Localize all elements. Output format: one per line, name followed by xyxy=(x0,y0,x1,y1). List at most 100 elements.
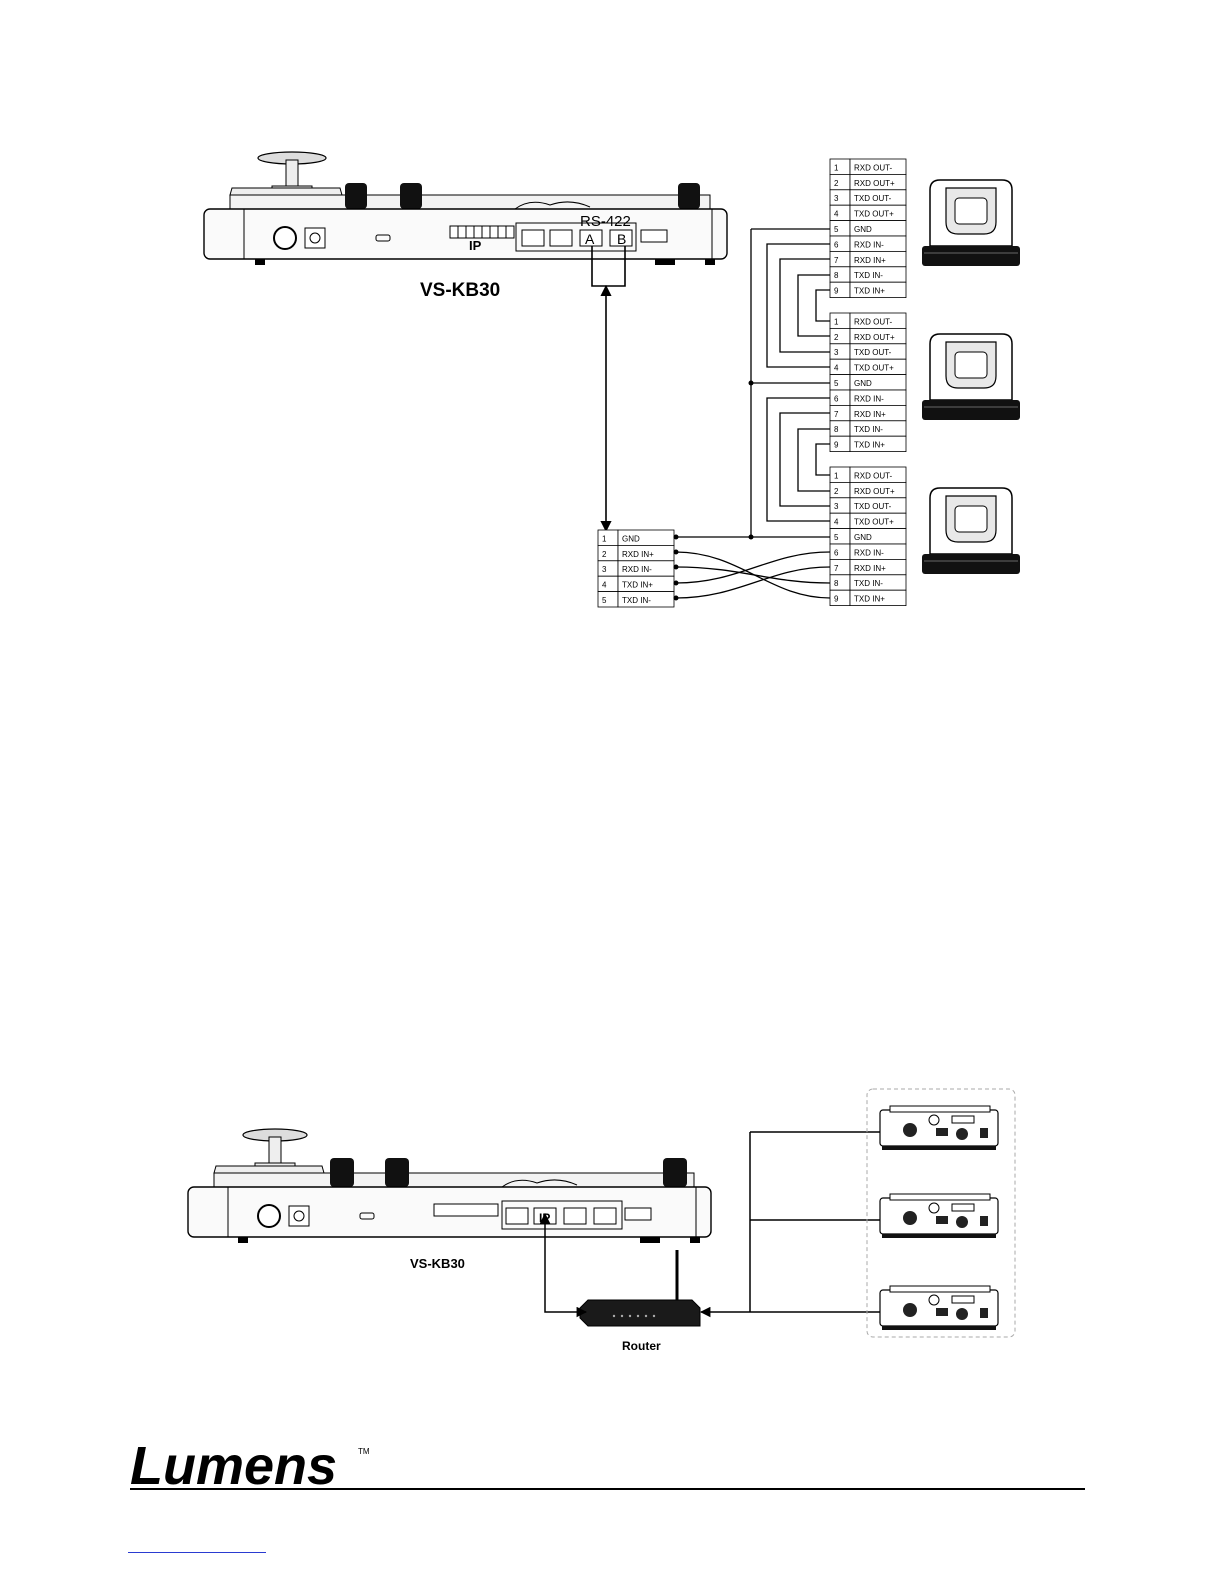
keyboard-pin-num-cell xyxy=(597,545,619,562)
camera3-pin-pin-name: RXD IN+ xyxy=(854,564,886,573)
router-illustration xyxy=(579,1250,701,1327)
keyboard-pin-pin-number: 4 xyxy=(602,581,607,590)
camera2-pin-num-cell xyxy=(829,374,851,391)
camera2-pin-pin-number: 7 xyxy=(834,410,839,419)
camera1-pin-pin-number: 3 xyxy=(834,194,839,203)
keyboard-pin-pin-name: RXD IN+ xyxy=(622,550,654,559)
camera3-pin-pin-name: TXD IN+ xyxy=(854,595,885,604)
camera2-pin-num-cell xyxy=(829,312,851,329)
camera2-pin-pin-number: 3 xyxy=(834,348,839,357)
rs422-port-b-label: B xyxy=(617,231,626,247)
camera1-pin-num-cell xyxy=(829,158,851,175)
device-label-vs-kb30-2: VS-KB30 xyxy=(410,1256,465,1271)
camera1-pin-num-cell xyxy=(829,281,851,299)
camera1-pin-pin-name: TXD IN- xyxy=(854,271,883,280)
camera1-pin-pin-number: 2 xyxy=(834,179,839,188)
rs422-port-a-label: A xyxy=(585,231,595,247)
footer-link-underline[interactable] xyxy=(128,1552,266,1553)
camera2-pin-pin-number: 9 xyxy=(834,441,839,450)
camera2-pin-pin-name: GND xyxy=(854,379,872,388)
ptz-camera-3 xyxy=(922,487,1020,574)
camera3-pin-pin-number: 7 xyxy=(834,564,839,573)
ptz-camera-1 xyxy=(922,179,1020,266)
camera2-pin-num-cell xyxy=(829,327,851,345)
camera3-pin-pin-number: 9 xyxy=(834,595,839,604)
camera2-pin-pin-name: TXD OUT- xyxy=(854,348,892,357)
camera1-pin-pin-name: TXD OUT+ xyxy=(854,210,894,219)
camera2-pin-num-cell xyxy=(829,343,851,360)
keyboard-pin-pin-name: TXD IN- xyxy=(622,596,651,605)
keyboard-pin-num-cell xyxy=(597,575,619,593)
camera2-pin-pin-number: 8 xyxy=(834,425,839,434)
footer-rule xyxy=(130,1488,1085,1490)
keyboard-pin-pin-number: 2 xyxy=(602,550,607,559)
keyboard-pin-num-cell xyxy=(597,591,619,608)
camera3-pin-num-cell xyxy=(829,559,851,576)
wiring-lines xyxy=(675,228,831,599)
camera3-pin-pin-number: 5 xyxy=(834,533,839,542)
camera3-pin-pin-name: TXD IN- xyxy=(854,579,883,588)
camera-rear-2 xyxy=(879,1193,999,1238)
keyboard-pin-pin-number: 1 xyxy=(602,534,607,543)
vs-kb30-keyboard-illustration xyxy=(203,151,728,265)
rs422-label: RS-422 xyxy=(580,213,631,230)
rs422-cable xyxy=(591,246,626,533)
camera1-pin-pin-name: RXD OUT- xyxy=(854,163,893,172)
camera1-pin-pin-name: RXD IN+ xyxy=(854,256,886,265)
camera1-pin-num-cell xyxy=(829,235,851,252)
keyboard-pin-pin-number: 3 xyxy=(602,565,607,574)
camera3-pin-pin-number: 8 xyxy=(834,579,839,588)
camera2-pin-pin-number: 1 xyxy=(834,317,839,326)
camera2-pin-num-cell xyxy=(829,420,851,437)
ip-port-label: IP xyxy=(469,238,482,253)
camera2-pin-pin-number: 5 xyxy=(834,379,839,388)
camera1-pin-pin-name: RXD IN- xyxy=(854,240,884,249)
camera3-pin-pin-name: RXD OUT- xyxy=(854,471,893,480)
camera3-pin-num-cell xyxy=(829,574,851,591)
camera1-pin-num-cell xyxy=(829,266,851,283)
camera2-pin-num-cell xyxy=(829,404,851,422)
camera3-pin-name-cell xyxy=(849,589,907,607)
ptz-camera-2 xyxy=(922,333,1020,420)
router-label: Router xyxy=(622,1339,661,1353)
keyboard-pin-num-cell xyxy=(597,560,619,577)
keyboard-pin-pin-name: TXD IN+ xyxy=(622,581,653,590)
camera2-pin-pin-name: TXD OUT+ xyxy=(854,364,894,373)
camera2-pin-num-cell xyxy=(829,435,851,453)
camera2-pin-pin-name: RXD OUT- xyxy=(854,317,893,326)
lumens-logo: Lumens xyxy=(130,1436,337,1496)
camera1-pin-pin-number: 6 xyxy=(834,240,839,249)
camera3-pin-num-cell xyxy=(829,528,851,545)
camera-rear-views xyxy=(879,1105,999,1330)
camera3-pin-pin-number: 1 xyxy=(834,471,839,480)
camera1-pin-pin-number: 9 xyxy=(834,287,839,296)
camera1-pin-pin-number: 7 xyxy=(834,256,839,265)
camera1-pin-num-cell xyxy=(829,189,851,206)
camera3-pin-pin-name: RXD IN- xyxy=(854,548,884,557)
vs-kb30-keyboard-illustration-2 xyxy=(187,1128,712,1243)
camera3-pin-pin-name: GND xyxy=(854,533,872,542)
camera1-pin-pin-number: 5 xyxy=(834,225,839,234)
camera2-pin-name-cell xyxy=(849,435,907,453)
camera2-pin-pin-name: RXD OUT+ xyxy=(854,333,895,342)
camera1-pin-pin-name: TXD OUT- xyxy=(854,194,892,203)
camera1-pin-pin-number: 1 xyxy=(834,163,839,172)
camera1-pin-name-cell xyxy=(849,281,907,299)
keyboard-pin-pin-number: 5 xyxy=(602,596,607,605)
camera1-pin-num-cell xyxy=(829,204,851,221)
camera3-pin-pin-number: 2 xyxy=(834,487,839,496)
camera3-pin-num-cell xyxy=(829,589,851,607)
camera-rear-1 xyxy=(879,1105,999,1150)
camera1-pin-num-cell xyxy=(829,250,851,268)
wiring-junction-dots xyxy=(673,380,754,601)
camera3-pin-num-cell xyxy=(829,481,851,499)
camera3-pin-pin-number: 6 xyxy=(834,548,839,557)
keyboard-pin-num-cell xyxy=(597,529,619,546)
keyboard-pin-pin-name: GND xyxy=(622,534,640,543)
camera-group-frame xyxy=(866,1088,1016,1338)
camera3-pin-num-cell xyxy=(829,543,851,560)
camera3-pin-pin-number: 3 xyxy=(834,502,839,511)
camera2-pin-num-cell xyxy=(829,358,851,376)
